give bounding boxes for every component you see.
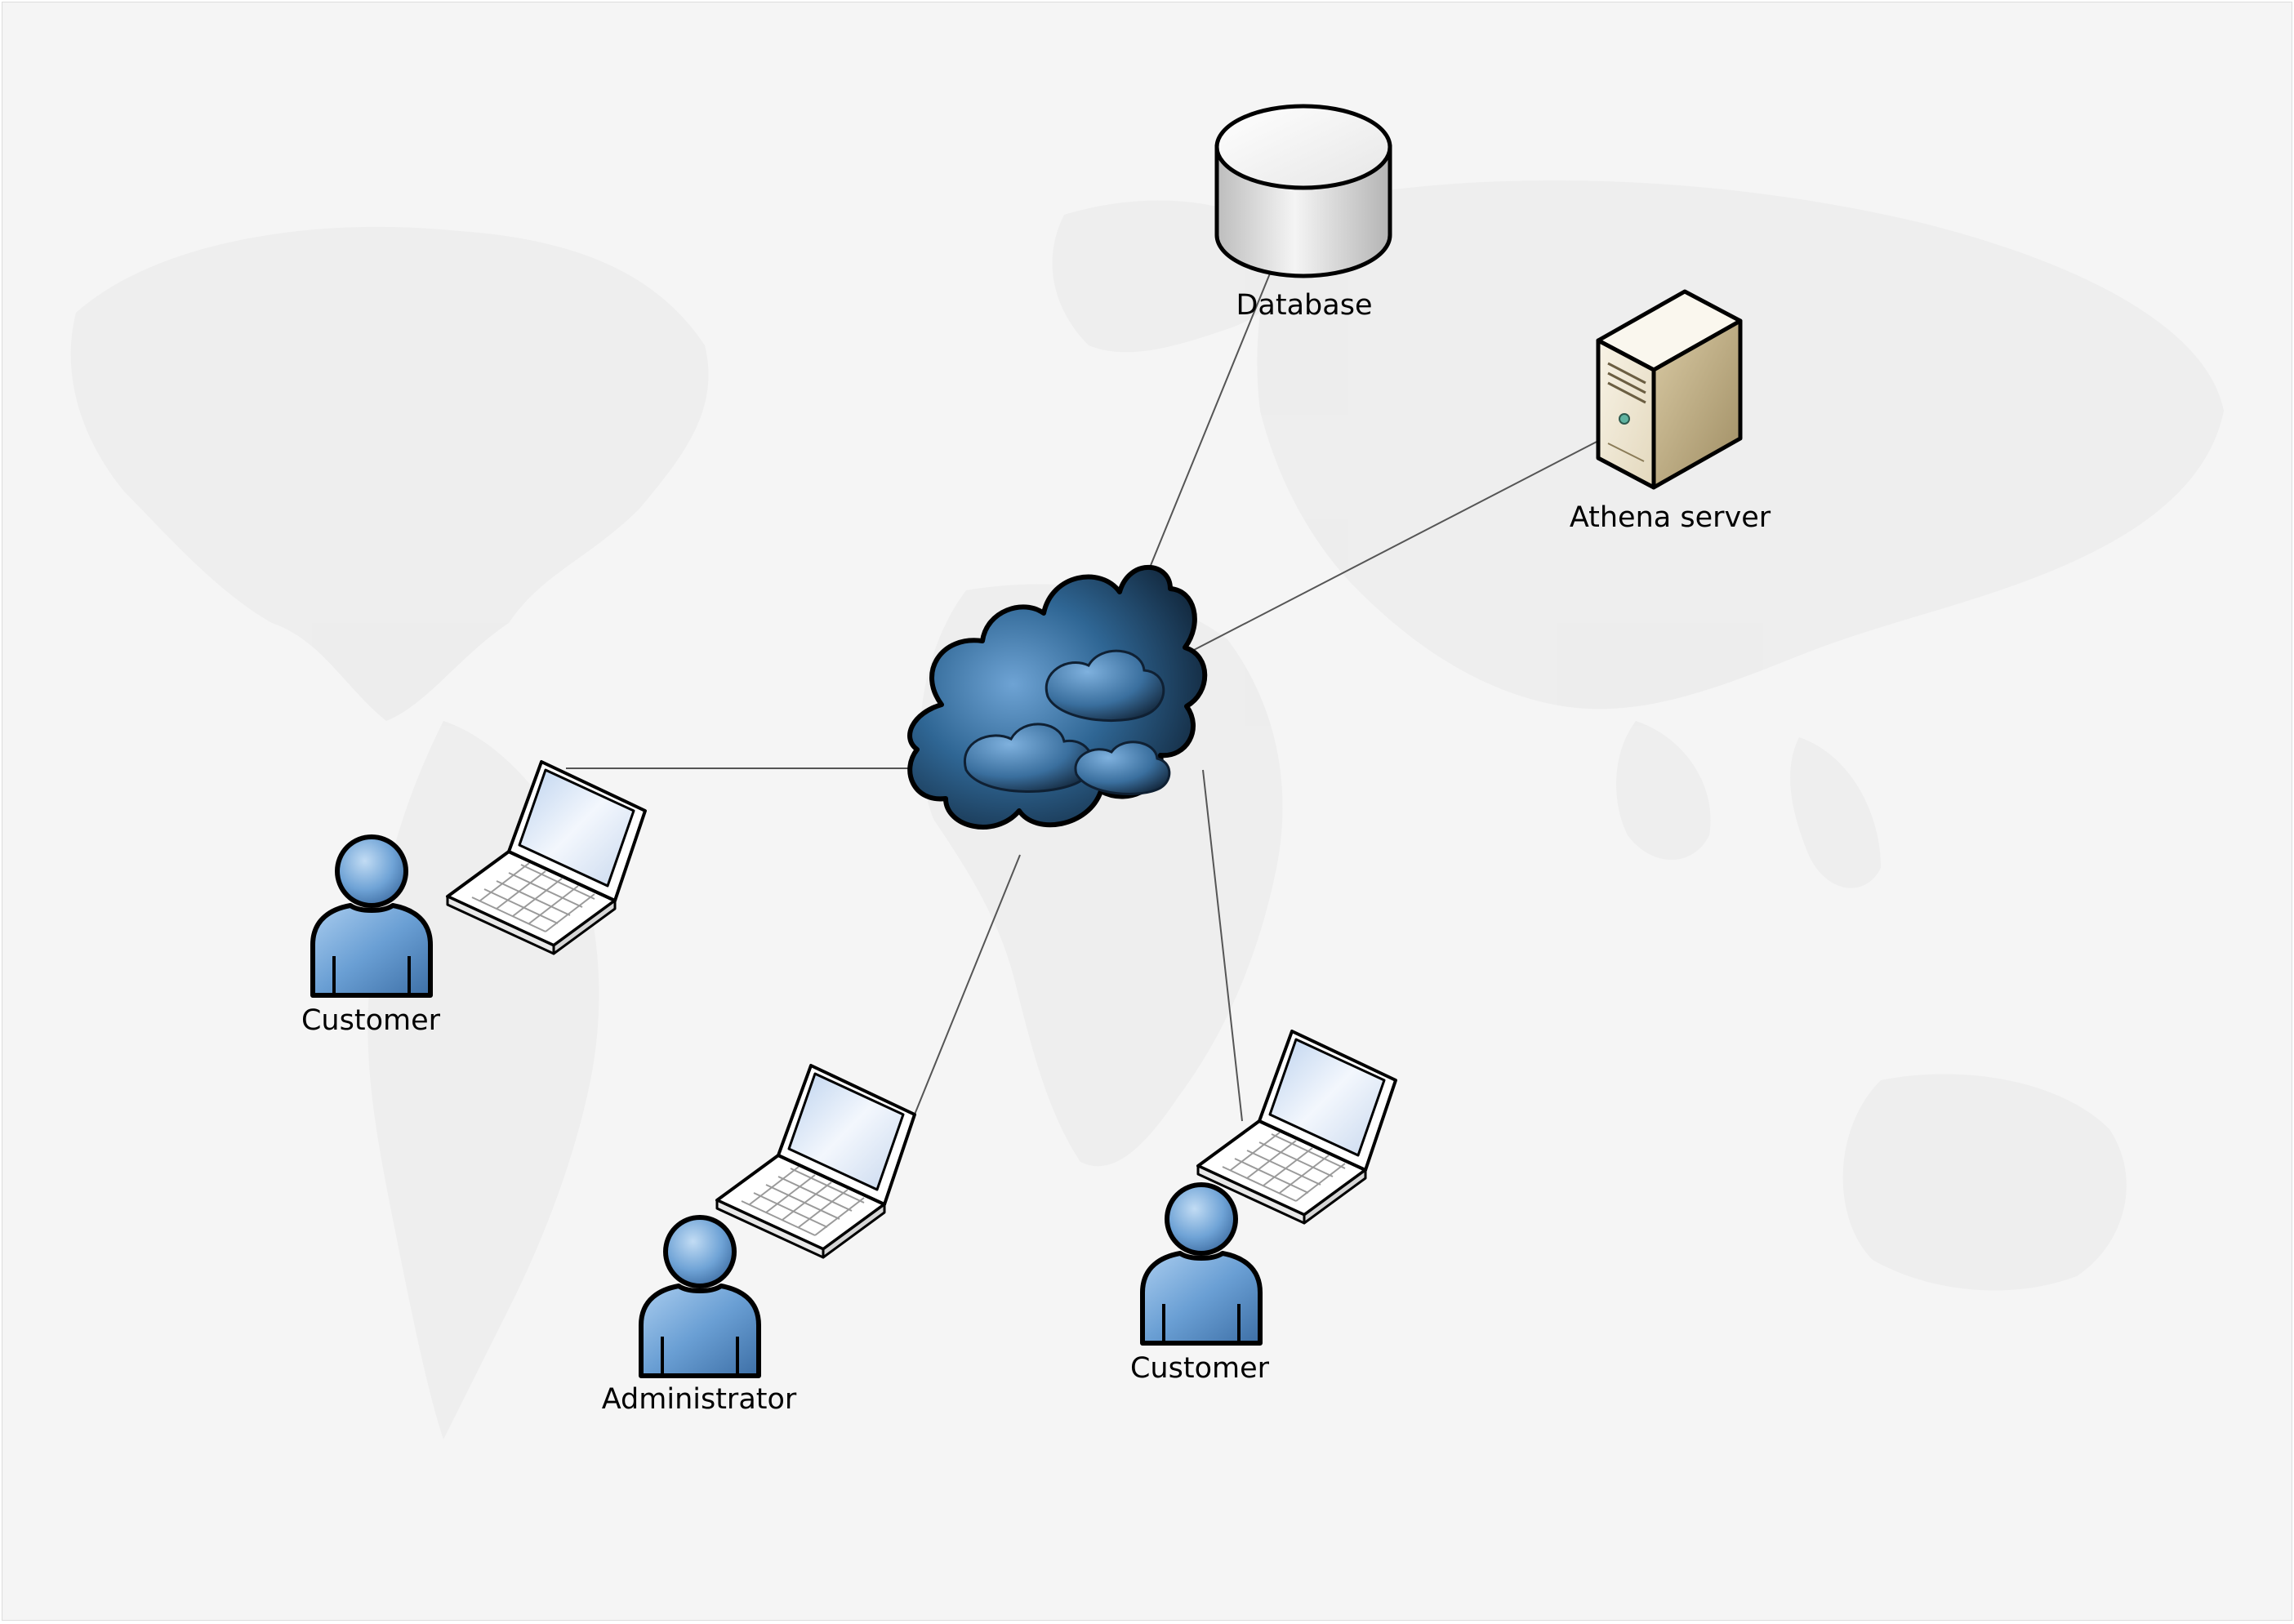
network-cloud-node[interactable] xyxy=(907,564,1208,830)
database-label: Database xyxy=(1236,289,1372,322)
athena-server-label: Athena server xyxy=(1570,501,1771,534)
world-map-background xyxy=(70,180,2224,1439)
customer-left-label: Customer xyxy=(301,1004,441,1037)
user-icon xyxy=(1143,1185,1260,1343)
tower-server-icon xyxy=(1596,289,1743,490)
network-cloud-icon xyxy=(907,564,1208,830)
connector-cloud-server xyxy=(1169,439,1601,663)
database-cylinder-icon xyxy=(1214,104,1392,278)
database-node[interactable]: Database xyxy=(1214,104,1392,322)
customer-right-node[interactable]: Customer xyxy=(1130,1030,1397,1385)
administrator-node[interactable]: Administrator xyxy=(602,1064,916,1416)
customer-right-label: Customer xyxy=(1130,1352,1270,1385)
athena-server-node[interactable]: Athena server xyxy=(1570,289,1771,534)
connector-cloud-laptop-admin xyxy=(906,854,1021,1133)
user-icon xyxy=(641,1217,759,1376)
administrator-label: Administrator xyxy=(602,1383,797,1416)
customer-left-node[interactable]: Customer xyxy=(301,760,647,1037)
connector-lines xyxy=(566,273,1601,1133)
connector-cloud-database xyxy=(1127,273,1271,622)
laptop-icon xyxy=(715,1064,916,1259)
connector-cloud-laptop-right xyxy=(1202,769,1243,1122)
